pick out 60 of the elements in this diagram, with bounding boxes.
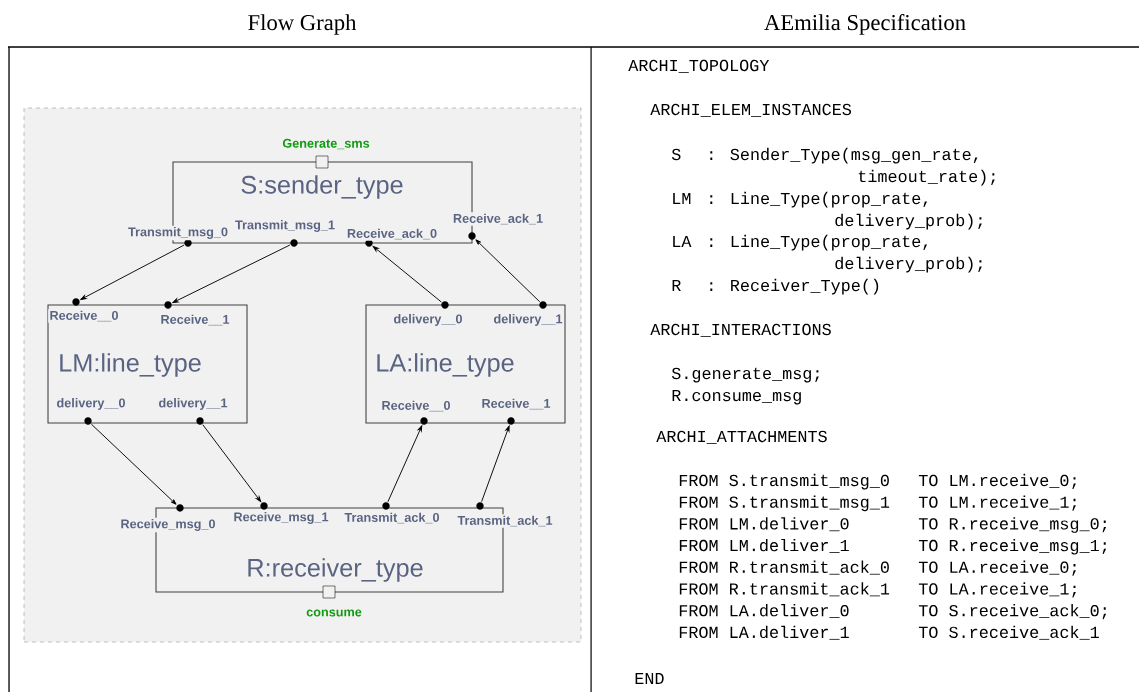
arrow [475, 239, 541, 303]
port-square [322, 585, 336, 599]
code-line: FROM LM.deliver_1 [679, 538, 849, 553]
code-line: R [672, 279, 681, 291]
component-title: LM:line_type [60, 353, 201, 377]
code-line: TO S.receive_ack_1 [918, 625, 1099, 640]
code-line: S.generate_msg; [671, 367, 819, 383]
code-line: : Receiver_Type() [710, 278, 879, 295]
code-line: delivery_prob); [835, 213, 982, 230]
component-title: LA:line_type [377, 353, 514, 377]
code-line: END [635, 672, 664, 684]
code-line: : Line_Type(prop_rate, [710, 234, 927, 251]
code-line: ARCHI_INTERACTIONS [650, 323, 831, 337]
code-line: : Sender_Type(msg_gen_rate, [710, 147, 978, 164]
code-line: delivery_prob); [835, 256, 982, 273]
code-line: TO R.receive_msg_1; [918, 538, 1107, 555]
arrow [172, 244, 291, 304]
code-line: FROM S.transmit_msg_1 [679, 495, 890, 512]
arrow [202, 424, 262, 503]
component-title: S:sender_type [241, 175, 403, 199]
code-line: ARCHI_TOPOLOGY [628, 59, 770, 73]
code-line: LM [673, 192, 691, 204]
component-title: R:receiver_type [248, 558, 423, 582]
code-line: ARCHI_ELEM_INSTANCES [650, 103, 852, 117]
code-line: TO LM.receive_0; [918, 473, 1076, 489]
code-line: TO R.receive_msg_0; [918, 517, 1107, 533]
code-line: FROM LA.deliver_1 [679, 625, 849, 640]
code-line: TO LM.receive_1; [918, 495, 1076, 511]
port-label: Generate_sms [281, 137, 371, 151]
code-line: TO S.receive_ack_0; [918, 604, 1107, 620]
port-label: Receive__1 [159, 313, 231, 327]
code-line: FROM R.transmit_ack_1 [679, 582, 890, 597]
port-label: Receive__0 [48, 309, 120, 323]
arrow [90, 423, 177, 505]
column-heading: Flow Graph [248, 14, 357, 35]
port-label: Receive_ack_0 [345, 227, 439, 241]
code-line: FROM R.transmit_ack_0 [679, 560, 889, 575]
code-line: timeout_rate); [858, 169, 995, 186]
port-label: Receive__0 [380, 399, 452, 413]
port-label: Receive_ack_1 [451, 212, 545, 226]
code-line: LA [673, 235, 692, 247]
arrow [481, 425, 510, 503]
code-line: FROM S.transmit_msg_0 [679, 473, 889, 490]
arrow [80, 244, 185, 300]
code-line: R.consume_msg [672, 389, 801, 405]
port-label: Receive__1 [480, 397, 552, 411]
port-label: consume [304, 608, 364, 618]
port-label: Transmit_ack_1 [456, 514, 554, 528]
code-line: FROM LA.deliver_0 [679, 604, 849, 618]
code-line: TO LA.receive_1; [918, 582, 1076, 598]
port-square [315, 155, 329, 169]
column-heading: AEmilia Specification [764, 14, 966, 35]
code-line: FROM LM.deliver_0 [679, 517, 849, 532]
code-line: S [671, 148, 681, 161]
port-label: Transmit_ack_0 [343, 511, 441, 525]
code-line: : Line_Type(prop_rate, [710, 191, 927, 208]
arrow [387, 425, 423, 503]
code-line: TO LA.receive_0; [918, 560, 1076, 576]
arrow [372, 245, 442, 303]
code-line: ARCHI_ATTACHMENTS [656, 430, 827, 444]
